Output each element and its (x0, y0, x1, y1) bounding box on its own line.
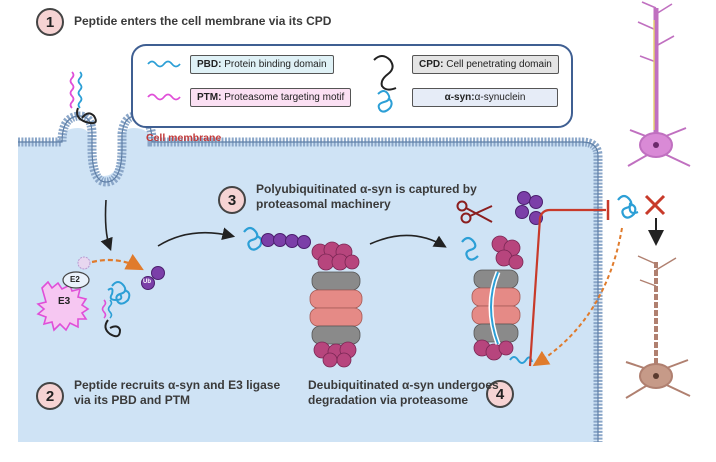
step-4-label: Deubiquitinated α-syn undergoes degradat… (308, 378, 499, 408)
e3-label: E3 (58, 296, 71, 307)
step-4-line-2: degradation via proteasome (308, 393, 469, 407)
step-3-label: Polyubiquitinated α-syn is captured by p… (256, 182, 477, 212)
legend-ptm-abbr: PTM: (197, 92, 222, 103)
recruitment-complex (36, 256, 165, 338)
ubiquitin-icon (151, 266, 165, 280)
cell-interior (18, 128, 598, 442)
legend-asyn-desc: α-synuclein (474, 92, 526, 103)
ptm-legend-icon (147, 93, 181, 101)
legend-asyn-abbr: α-syn: (444, 92, 475, 103)
peptide-entering (69, 71, 97, 125)
step-4-line-1: Deubiquitinated α-syn undergoes (308, 378, 499, 392)
e2-enzyme (62, 271, 90, 289)
legend-cpd: CPD: Cell penetrating domain (412, 55, 559, 74)
step-2-line-1: Peptide recruits α-syn and E3 ligase (74, 378, 281, 392)
e2-label: E2 (70, 275, 80, 284)
step-2-number: 2 (36, 382, 64, 410)
step-2-line-2: via its PBD and PTM (74, 393, 191, 407)
captured-complex (243, 226, 311, 251)
inhibition-line (528, 208, 606, 367)
step-1-number: 1 (36, 8, 64, 36)
neuron-degenerating-icon (625, 255, 691, 399)
step-3-number: 3 (218, 186, 246, 214)
pbd-legend-icon (147, 60, 181, 68)
degrading-proteasome (461, 191, 543, 364)
neuron-healthy-icon (627, 1, 691, 167)
legend-pbd-abbr: PBD: (197, 59, 222, 70)
clearance-arrow (532, 227, 623, 367)
ub-label: Ub (143, 279, 151, 285)
membrane-label: Cell membrane (146, 132, 222, 144)
step-3-line-2: proteasomal machinery (256, 197, 391, 211)
legend-asyn: α-syn:α-synuclein (412, 88, 558, 107)
step-4-number: 4 (486, 380, 514, 408)
step-1-label: Peptide enters the cell membrane via its… (74, 14, 332, 28)
legend-pbd-desc: Protein binding domain (221, 59, 327, 70)
cpd-legend-icon (373, 55, 397, 91)
legend-cpd-desc: Cell penetrating domain (443, 59, 552, 70)
step-2-label: Peptide recruits α-syn and E3 ligase via… (74, 378, 280, 408)
cross-mark-icon (644, 194, 666, 216)
step-3-line-1: Polyubiquitinated α-syn is captured by (256, 182, 477, 196)
asyn-legend-icon (377, 90, 393, 113)
legend-pbd: PBD: Protein binding domain (190, 55, 334, 74)
entry-arrow (100, 199, 113, 251)
asyn-aggregate-icon (617, 194, 639, 219)
ub-transfer-arrow (91, 253, 144, 271)
ubiquitin-icon (141, 276, 155, 290)
legend-cpd-abbr: CPD: (419, 59, 444, 70)
proteasome-icon (309, 241, 363, 368)
arrow-to-step4 (369, 234, 447, 248)
e3-ligase-shape (36, 280, 90, 332)
scissors-icon (456, 200, 493, 224)
arrow-to-step3 (157, 227, 236, 247)
legend-ptm-desc: Proteasome targeting motif (221, 92, 345, 103)
ubiquitin-faded-icon (77, 256, 91, 270)
cell-membrane (18, 111, 603, 442)
legend-ptm: PTM: Proteasome targeting motif (190, 88, 352, 107)
